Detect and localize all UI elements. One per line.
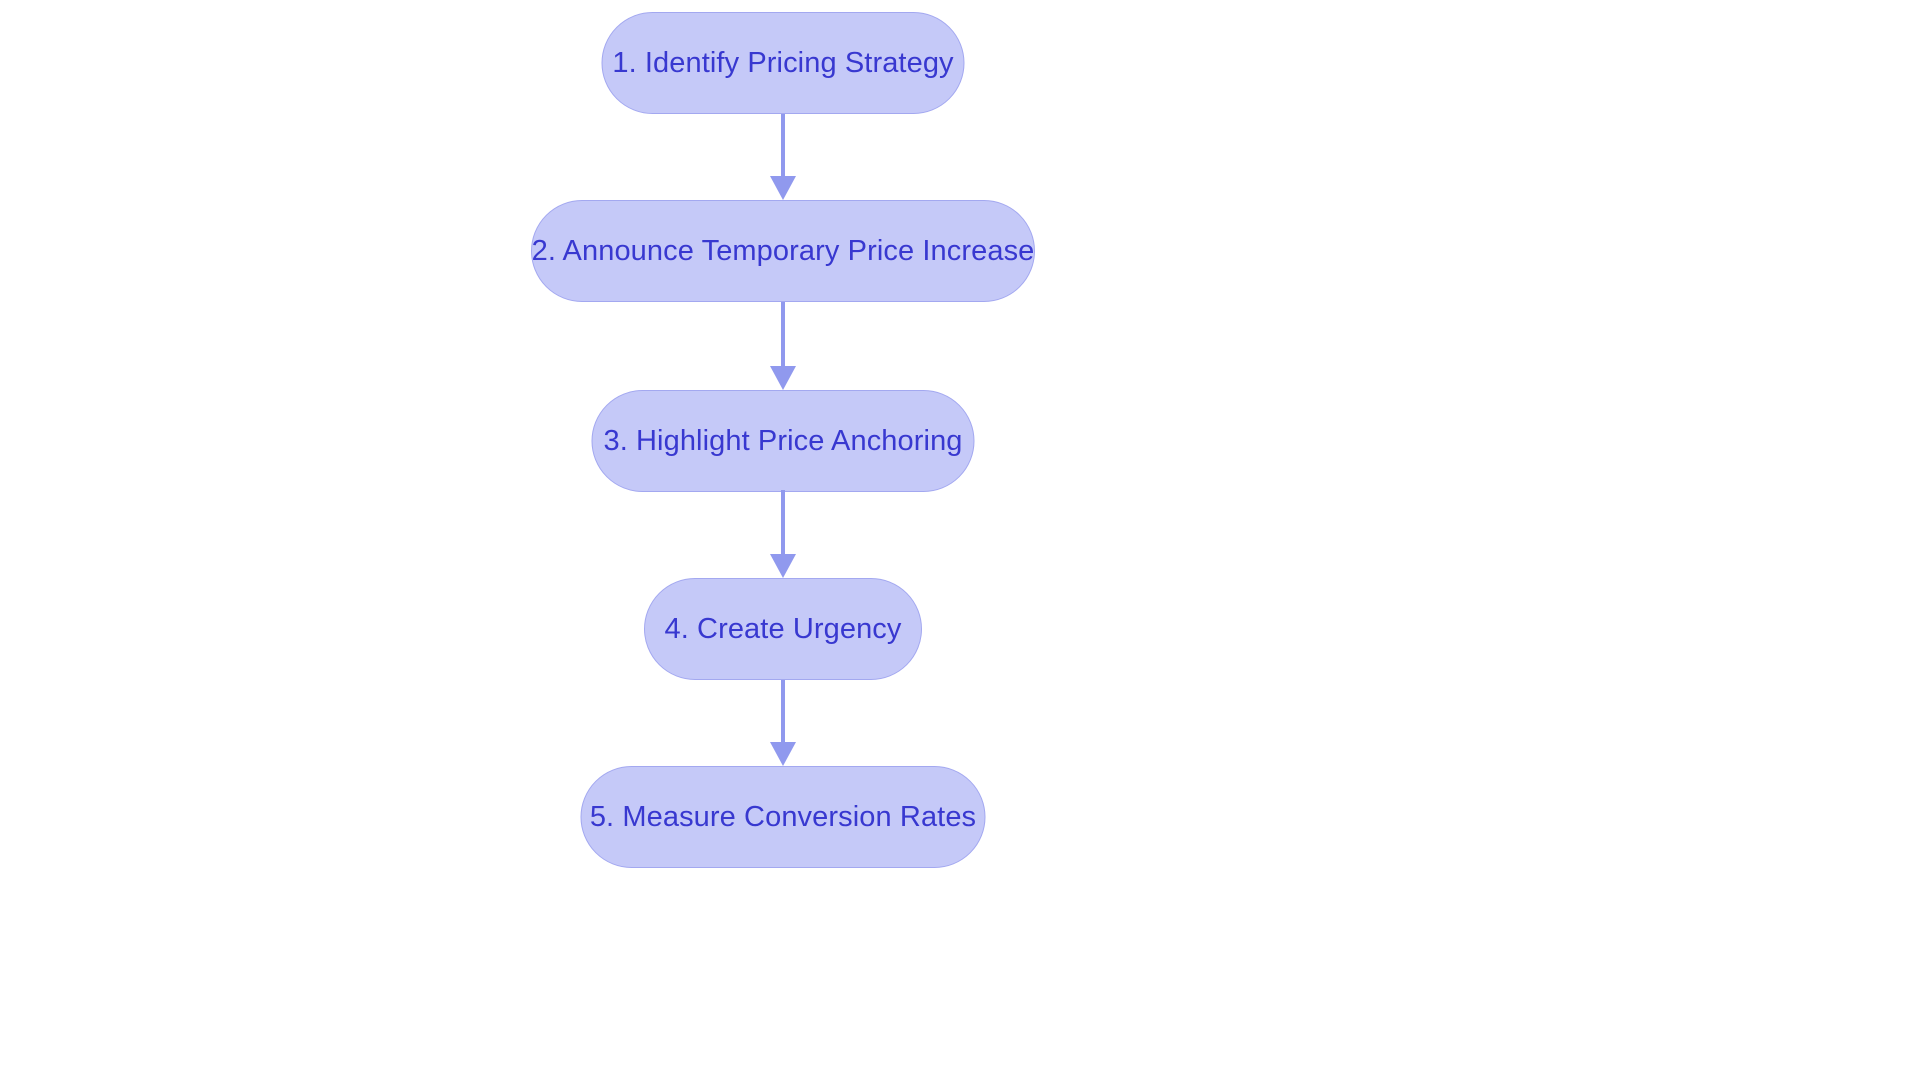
flowchart-node-label: 2. Announce Temporary Price Increase [531,234,1035,267]
connector-line [781,302,785,366]
flowchart-node-step-2[interactable]: 2. Announce Temporary Price Increase [531,200,1035,302]
flowchart-node-label: 4. Create Urgency [664,612,902,645]
flowchart-node-label: 3. Highlight Price Anchoring [603,424,963,457]
flowchart-node-step-1[interactable]: 1. Identify Pricing Strategy [601,12,965,114]
connector-line [781,680,785,742]
flowchart-connector-edge-2-3 [769,302,797,390]
connector-line [781,490,785,554]
flowchart-node-step-3[interactable]: 3. Highlight Price Anchoring [591,390,975,492]
flowchart-node-step-5[interactable]: 5. Measure Conversion Rates [580,766,986,868]
down-arrow-icon [770,742,796,766]
flowchart-connector-edge-4-5 [769,680,797,766]
down-arrow-icon [770,554,796,578]
connector-line [781,114,785,176]
flowchart-connector-edge-1-2 [769,114,797,200]
down-arrow-icon [770,176,796,200]
down-arrow-icon [770,366,796,390]
flowchart-node-step-4[interactable]: 4. Create Urgency [644,578,922,680]
flowchart-connector-edge-3-4 [769,490,797,578]
flowchart-node-label: 5. Measure Conversion Rates [589,800,977,833]
flowchart-node-label: 1. Identify Pricing Strategy [612,46,954,79]
